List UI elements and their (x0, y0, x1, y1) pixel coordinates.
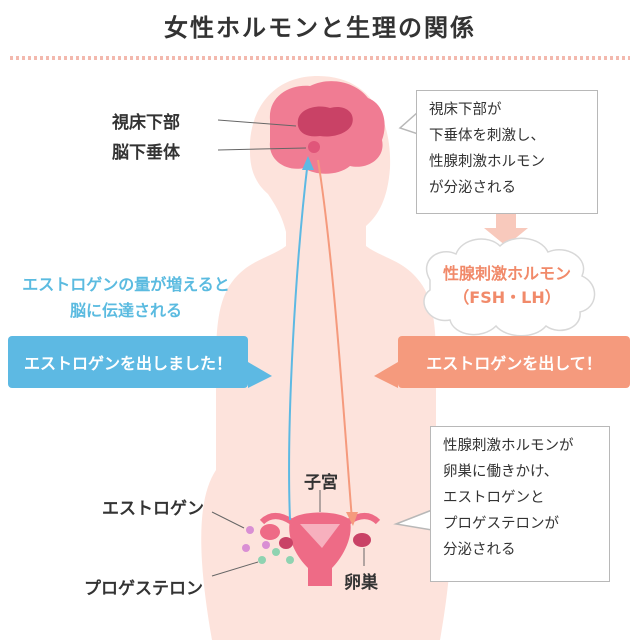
note-line: が分泌される (429, 180, 516, 196)
note-line: 性腺刺激ホルモンが (443, 438, 574, 454)
feedback-arrow (288, 159, 309, 521)
down-arrow (484, 214, 528, 246)
brain (269, 81, 385, 174)
note-line: 卵巣に働きかけ、 (443, 464, 559, 480)
pituitary-label: 脳下垂体 (112, 143, 180, 163)
cloud-line-2: （FSH・LH） (453, 288, 561, 307)
right-bubble-tail (374, 362, 398, 388)
progesterone-leader (211, 561, 259, 577)
release-estrogen-bubble: エストロゲンを出して！ (398, 336, 630, 388)
note-line: 分泌される (443, 542, 516, 558)
page-title: 女性ホルモンと生理の関係 (164, 14, 476, 42)
cloud-text: 性腺刺激ホルモン （FSH・LH） (430, 262, 584, 310)
cloud-line-1: 性腺刺激ホルモン (442, 264, 571, 283)
body-silhouette (201, 76, 451, 640)
ovary-label: 卵巣 (344, 573, 378, 593)
note-line: プロゲステロンが (443, 516, 559, 532)
left-bubble-tail (248, 362, 272, 388)
feedback-line-1: エストロゲンの量が増えると (22, 275, 230, 294)
estrogen-dots (242, 526, 270, 552)
estrogen-label: エストロゲン (102, 499, 204, 519)
hormone-cloud (423, 237, 596, 337)
feedback-arrow-head (302, 156, 314, 170)
stimulus-arrow (317, 159, 353, 521)
hypothalamus-note: 視床下部が 下垂体を刺激し、 性腺刺激ホルモン が分泌される (416, 90, 598, 214)
progesterone-label: プロゲステロン (84, 579, 203, 599)
note-line: 性腺刺激ホルモン (429, 154, 545, 170)
uterus-label: 子宮 (304, 473, 338, 493)
stimulus-arrow-head (346, 512, 358, 526)
pituitary-leader (217, 147, 307, 151)
progesterone-dots (258, 548, 294, 564)
uterus-diagram (259, 512, 381, 586)
estrogen-released-bubble: エストロゲンを出しました！ (8, 336, 248, 388)
feedback-line-2: 脳に伝達される (69, 301, 182, 320)
note-line: 下垂体を刺激し、 (429, 128, 545, 144)
estrogen-leader (211, 511, 245, 529)
note-line: エストロゲンと (443, 490, 545, 506)
hypothalamus-label: 視床下部 (112, 113, 180, 133)
note-line: 視床下部が (429, 102, 502, 118)
feedback-text: エストロゲンの量が増えると 脳に伝達される (6, 272, 246, 324)
ovary-note: 性腺刺激ホルモンが 卵巣に働きかけ、 エストロゲンと プロゲステロンが 分泌され… (430, 426, 610, 582)
hypothalamus-leader (217, 119, 297, 127)
title-divider (10, 56, 630, 60)
